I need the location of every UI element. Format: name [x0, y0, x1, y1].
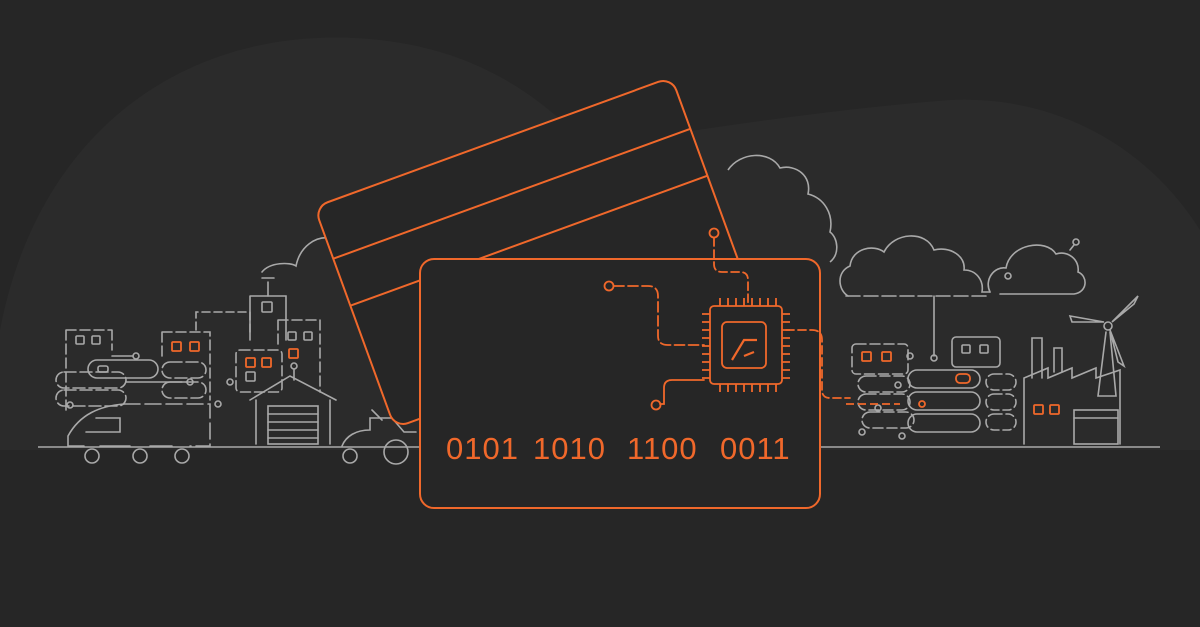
left-accent-windows [171, 341, 299, 368]
cloud-icon [839, 235, 991, 297]
card-number-group-3: 1100 [627, 431, 698, 466]
building-icon [277, 319, 321, 393]
credit-card-icon [419, 258, 821, 509]
delivery-van-icon [67, 403, 211, 464]
factory-icon [1023, 337, 1121, 445]
cloud-icon [987, 244, 1086, 295]
building-icon [235, 277, 287, 393]
wind-turbine-icon [1068, 295, 1139, 397]
card-number: 0101 1010 1100 0011 [446, 431, 791, 466]
cloud-icon [727, 154, 838, 263]
right-accent-windows [846, 351, 1060, 415]
cloud-icon [261, 237, 331, 273]
left-buildings [55, 237, 417, 465]
card-number-group-2: 1010 [533, 431, 606, 466]
garage-icon [249, 375, 337, 445]
circuit-traces [603, 227, 851, 411]
building-icon [161, 331, 211, 401]
tractor-icon [341, 409, 417, 465]
card-number-group-1: 0101 [446, 431, 519, 466]
chip-icon [702, 298, 790, 392]
card-number-group-4: 0011 [720, 431, 791, 466]
server-stack-icon [851, 336, 1017, 440]
building-icon [65, 329, 113, 411]
right-buildings [839, 235, 1139, 445]
